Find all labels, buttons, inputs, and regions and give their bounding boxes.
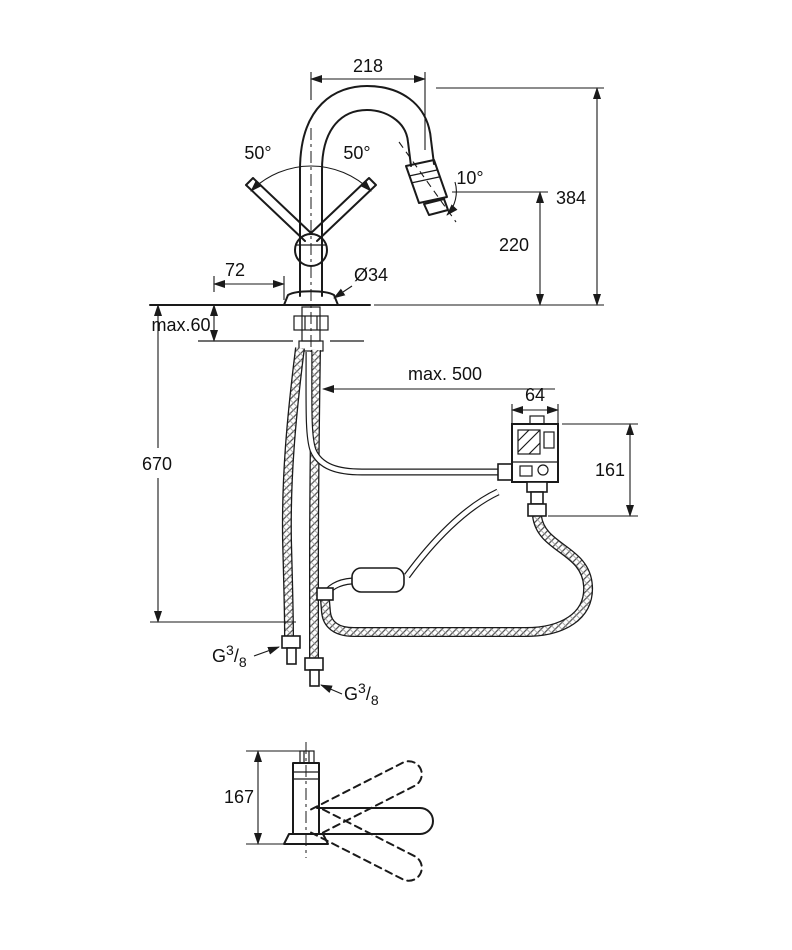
faucet-body bbox=[149, 85, 457, 352]
thread-size-label-right: G3/8 bbox=[344, 680, 379, 708]
dim-220-label: 220 bbox=[499, 235, 529, 255]
dim-max500-label: max. 500 bbox=[408, 364, 482, 384]
box-outline bbox=[511, 423, 559, 483]
mounting-nut bbox=[293, 315, 329, 331]
filter-hose-edge bbox=[404, 488, 500, 579]
box-top-nub bbox=[529, 415, 545, 425]
dim-218-label: 218 bbox=[353, 56, 383, 76]
box-outlet-fitting-1 bbox=[526, 481, 548, 493]
extension-line bbox=[548, 423, 638, 517]
body-cap-lines bbox=[293, 771, 319, 780]
extension-line bbox=[511, 404, 559, 424]
handle-swing-arc-left bbox=[250, 165, 312, 192]
supply-hoses bbox=[281, 347, 594, 687]
hose-end-thread-right bbox=[309, 669, 320, 687]
dim-diameter-label: Ø34 bbox=[354, 265, 388, 285]
extension-line bbox=[374, 87, 604, 306]
lever-left-position bbox=[245, 177, 313, 242]
swivel-arm-upper bbox=[310, 760, 423, 834]
dim-167-label: 167 bbox=[224, 787, 254, 807]
dim-384-label: 384 bbox=[556, 188, 586, 208]
spray-tilt-arc bbox=[446, 181, 458, 216]
spout-inner-curve bbox=[321, 109, 412, 171]
mounting-nut-facets bbox=[304, 316, 318, 330]
dim-670-label: 670 bbox=[142, 454, 172, 474]
dimension-lines bbox=[150, 72, 638, 695]
hole-diameter-leader bbox=[333, 285, 353, 299]
thread-size-label-left: G3/8 bbox=[212, 642, 247, 670]
dim-10-label: 10° bbox=[456, 168, 483, 188]
aerator-stub-lines bbox=[303, 751, 310, 763]
box-dial bbox=[537, 464, 549, 476]
box-outlet-fitting-3 bbox=[527, 503, 547, 517]
body-cylinder bbox=[292, 762, 320, 835]
spray-head-joint-line bbox=[410, 176, 440, 184]
hose-end-nut-left bbox=[281, 635, 301, 649]
hose-end-thread-left bbox=[286, 647, 297, 665]
thread-leader-right bbox=[320, 684, 343, 695]
handle-swing-arc-right bbox=[310, 165, 372, 192]
base-plate-side bbox=[283, 833, 329, 845]
spray-head-outline bbox=[405, 159, 448, 204]
swivel-arm-upper-outline bbox=[310, 760, 423, 834]
swivel-arm-lower bbox=[310, 808, 423, 882]
dim-161-label: 161 bbox=[595, 460, 625, 480]
loop-hose bbox=[321, 515, 592, 636]
box-inlet-port bbox=[497, 463, 513, 481]
dim-50-right-label: 50° bbox=[343, 143, 370, 163]
dimension-labels: 218 50° 50° 10° 384 220 72 Ø34 max.60 ma… bbox=[142, 56, 625, 807]
angle-annotations bbox=[250, 165, 458, 216]
filter-hose-core bbox=[405, 489, 499, 578]
bottom-view bbox=[246, 742, 434, 882]
box-side-detail bbox=[543, 431, 555, 449]
spray-head-joint-line bbox=[408, 169, 438, 177]
spout-outer-curve bbox=[299, 85, 435, 171]
hose-end-nut-right bbox=[304, 657, 324, 671]
spout-arm-side bbox=[316, 807, 434, 835]
pullout-hose-core bbox=[306, 351, 502, 475]
box-outlet-fitting-2 bbox=[530, 491, 544, 505]
braided-hose-right bbox=[310, 349, 320, 658]
inline-filter-weight bbox=[351, 567, 405, 593]
dim-50-left-label: 50° bbox=[244, 143, 271, 163]
elbow-fitting bbox=[316, 587, 334, 601]
box-hatch-lines bbox=[517, 429, 541, 455]
swivel-arm-lower-outline bbox=[310, 808, 423, 882]
braided-hose-left bbox=[283, 347, 304, 637]
spray-axis-line bbox=[398, 141, 457, 223]
dim-max60-label: max.60 bbox=[151, 315, 210, 335]
thread-leader-left bbox=[253, 646, 280, 657]
control-box bbox=[497, 415, 559, 517]
aerator-stub bbox=[299, 750, 315, 764]
lever-right-position bbox=[309, 177, 377, 242]
dim-72-label: 72 bbox=[225, 260, 245, 280]
dim-64-label: 64 bbox=[525, 385, 545, 405]
box-lower-detail bbox=[519, 465, 533, 477]
